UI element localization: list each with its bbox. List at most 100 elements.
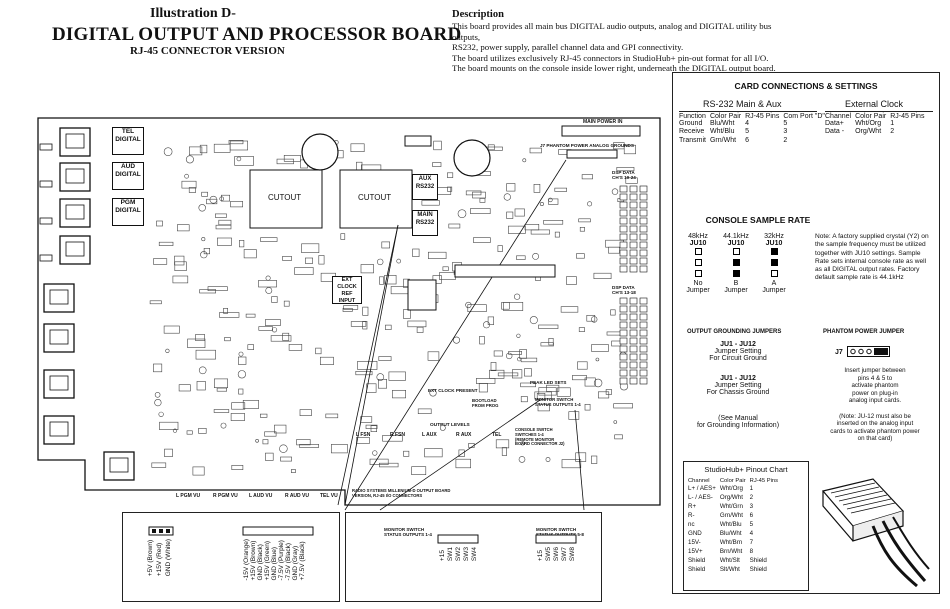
header-pin — [629, 305, 638, 313]
rj45-jack — [43, 369, 75, 399]
header-pin — [639, 265, 648, 273]
board-component — [153, 363, 163, 373]
board-component — [439, 424, 446, 431]
rj45-jack-opening — [65, 133, 85, 149]
bootload-label: BOOTLOAD FROM PROG — [472, 398, 499, 408]
board-component — [377, 378, 387, 389]
panel-title: CARD CONNECTIONS & SETTINGS — [734, 81, 878, 91]
pin-label: SW3 — [463, 547, 470, 562]
header-pin — [629, 193, 638, 201]
pin-label: SW1 — [447, 547, 454, 562]
header-pin — [619, 305, 628, 313]
table-cell: Data - — [825, 128, 845, 136]
board-component — [402, 309, 411, 319]
col-header: Color Pair — [855, 113, 887, 120]
header-pin — [639, 209, 648, 217]
jumper-label: JU1 - JU12 — [720, 375, 756, 382]
board-component — [590, 316, 598, 323]
board-component — [517, 357, 522, 362]
pin-label: SW2 — [455, 547, 462, 562]
detail-box-monitor: MONITOR SWITCH STATUS OUTPUTS 1-4 MONITO… — [345, 512, 602, 602]
header-pin — [639, 233, 648, 241]
board-component — [290, 469, 296, 473]
board-component — [350, 143, 365, 153]
phantom-power-header — [566, 149, 618, 159]
board-component — [189, 146, 203, 156]
cutout-1 — [249, 169, 323, 229]
board-component — [379, 462, 399, 468]
jumper-text: Jumper Setting For Chassis Ground — [706, 382, 770, 396]
board-component — [506, 183, 516, 192]
peak-led-sets-label: PEAK LED SETS — [530, 380, 567, 385]
board-component — [412, 248, 420, 257]
pin-label: +15V (Green) — [264, 540, 271, 581]
table-cell: Data+ — [825, 120, 844, 127]
board-component — [356, 437, 370, 444]
table-cell: 2 — [890, 128, 895, 136]
board-component — [613, 403, 633, 409]
board-component — [577, 361, 588, 370]
board-component — [376, 373, 385, 381]
board-component — [340, 233, 346, 240]
board-component — [442, 266, 449, 271]
dsp-data-headers — [619, 185, 648, 385]
phantom-j7-label: J7 — [835, 349, 843, 356]
board-caption: RADIO SYSTEMS MILLENIUM-D OUTPUT BOARD V… — [352, 488, 451, 498]
board-component — [467, 304, 487, 313]
board-component — [174, 261, 187, 271]
header-pin — [629, 185, 638, 193]
board-component — [366, 383, 377, 393]
rj45-jacks — [39, 127, 135, 481]
pin-label: +15V (Brown) — [250, 540, 257, 581]
board-component — [538, 387, 557, 396]
board-component — [575, 452, 587, 462]
col-header: Function — [679, 113, 706, 120]
header-pin — [629, 369, 638, 377]
board-component — [566, 276, 577, 285]
board-component — [610, 309, 616, 316]
board-component — [159, 421, 179, 431]
header-pin — [619, 377, 628, 385]
rj45-jack-opening — [65, 204, 85, 220]
board-component — [561, 459, 582, 469]
header-pin — [639, 345, 648, 353]
rj45-jack — [59, 162, 91, 192]
board-component — [271, 296, 278, 303]
board-component — [195, 334, 205, 341]
board-component — [215, 213, 227, 218]
board-component — [279, 444, 288, 453]
board-component — [181, 180, 197, 189]
board-component — [497, 372, 519, 377]
rj45-jack — [43, 283, 75, 313]
pinout-table: Channel Color Pair RJ-45 Pins L+ / AES+W… — [686, 478, 780, 574]
jumper-label: JU10 — [727, 240, 745, 247]
header-pin — [639, 217, 648, 225]
header-pin — [639, 305, 648, 313]
rj45-jack-opening — [65, 241, 85, 257]
table-cell: 8 — [749, 548, 754, 555]
board-component — [234, 156, 254, 166]
illustration-label: Illustration D- — [150, 6, 236, 21]
board-component — [578, 218, 591, 223]
board-component — [538, 324, 559, 329]
header-pin — [639, 329, 648, 337]
header-pin — [619, 257, 628, 265]
col-header: Color Pair — [719, 478, 746, 484]
sample-rate-columns: 48kHz JU10 No Jumper 44.1kHz JU10 B Jump… — [681, 233, 791, 294]
pin-label: SW5 — [545, 547, 552, 562]
board-component — [259, 413, 268, 418]
col-header: RJ-45 Pins — [890, 113, 925, 120]
description-line: The board mounts on the console inside l… — [452, 63, 776, 74]
pin-label: +15 — [537, 550, 544, 562]
board-component — [355, 370, 373, 376]
board-component — [392, 389, 406, 399]
header-pin — [619, 217, 628, 225]
board-component — [503, 193, 511, 201]
board-component — [417, 408, 432, 414]
rj45-jack — [59, 198, 91, 228]
board-component — [586, 314, 596, 322]
board-component — [597, 391, 610, 399]
board-component — [198, 366, 207, 375]
